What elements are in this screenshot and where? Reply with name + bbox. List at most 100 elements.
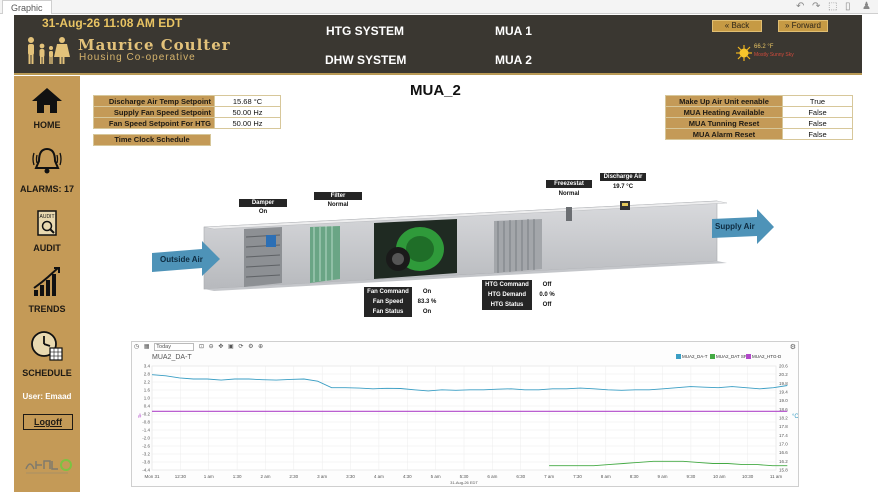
forward-button[interactable]: » Forward: [778, 20, 828, 32]
vendor-logo-icon: [25, 459, 72, 474]
y-left-tick-label: -0.2: [142, 412, 150, 417]
home-icon: [32, 88, 62, 113]
setpoint-value[interactable]: 50.00 Hz: [214, 117, 281, 129]
user-icon[interactable]: ♟: [862, 1, 871, 12]
heating-coil-icon: [494, 219, 542, 273]
back-button[interactable]: « Back: [712, 20, 762, 32]
table-row: Supply Fan Speed Setpoint 50.00 Hz: [93, 106, 281, 118]
htg-value[interactable]: 0.0 %: [539, 292, 555, 298]
filter-label: Filter: [314, 192, 362, 200]
y-left-tick-label: -1.4: [142, 428, 150, 433]
x-tick-label: 8 am: [601, 474, 611, 479]
audit-badge: AUDIT: [40, 214, 55, 220]
y-left-tick-label: -3.2: [142, 452, 150, 457]
y-right-tick-label: 17.0: [779, 442, 788, 447]
zoom-box-icon[interactable]: ⊡: [198, 344, 204, 350]
sidebar-item-label: TRENDS: [28, 304, 66, 314]
chart-settings-icon[interactable]: ⚙: [789, 344, 796, 351]
damper-value[interactable]: On: [258, 209, 268, 215]
status-label: MUA Tunning Reset: [665, 117, 783, 129]
y-right-tick-label: 20.6: [779, 364, 788, 369]
x-tick-label: 3 am: [317, 474, 327, 479]
y-left-tick-label: -0.8: [142, 420, 150, 425]
x-tick-label: 9:30: [687, 474, 696, 479]
fan-value[interactable]: On: [422, 289, 432, 295]
sidebar-item-label: SCHEDULE: [22, 368, 72, 378]
legend-item[interactable]: MUA2_HTG-D: [746, 354, 782, 360]
settings-small-icon[interactable]: ⚙: [248, 344, 254, 350]
x-axis-label: 31-Aug-26 EDT: [450, 480, 478, 485]
filter-value[interactable]: Normal: [327, 202, 349, 208]
nav-mua1[interactable]: MUA 1: [495, 24, 532, 38]
htg-label: HTG Demand: [482, 290, 532, 300]
weather-widget: 66.2 °F Mostly Sunny Sky: [736, 41, 816, 67]
y-right-tick-label: 19.8: [779, 381, 788, 386]
freezestat-value[interactable]: Normal: [558, 191, 580, 197]
sidebar-item-trends[interactable]: TRENDS: [14, 266, 80, 314]
refresh-icon[interactable]: ⟳: [238, 344, 244, 350]
legend-label: MUA2_HTG-D: [752, 354, 782, 359]
fan-value[interactable]: On: [422, 309, 432, 315]
sidebar-item-alarms[interactable]: ALARMS: 17: [14, 144, 80, 194]
setpoint-value[interactable]: 15.68 °C: [214, 95, 281, 107]
discharge-air-value[interactable]: 19.7 °C: [612, 184, 634, 190]
more-icon[interactable]: ⊕: [258, 344, 264, 350]
document-icon[interactable]: ▯: [845, 1, 851, 12]
time-range-select[interactable]: Today: [154, 343, 195, 351]
logoff-button[interactable]: Logoff: [23, 414, 73, 430]
table-row: HTG Command Off: [482, 280, 562, 290]
status-value[interactable]: False: [782, 117, 853, 129]
status-value[interactable]: False: [782, 128, 853, 140]
time-clock-schedule-button[interactable]: Time Clock Schedule: [93, 134, 211, 146]
audit-icon: AUDIT: [37, 210, 57, 236]
fan-value[interactable]: 83.3 %: [417, 299, 437, 305]
redo-icon[interactable]: ↷: [812, 1, 821, 12]
sun-icon: [736, 45, 752, 61]
bell-icon: [32, 147, 62, 174]
status-label: Make Up Air Unit eenable: [665, 95, 783, 107]
undo-icon[interactable]: ↶: [796, 1, 805, 12]
status-value[interactable]: True: [782, 95, 853, 107]
status-value[interactable]: False: [782, 106, 853, 118]
pan-icon[interactable]: ✥: [218, 344, 224, 350]
table-row: MUA Heating Available False: [665, 106, 853, 118]
y-right-tick-label: 16.2: [779, 459, 788, 464]
nav-htg-system[interactable]: HTG SYSTEM: [326, 24, 405, 38]
sidebar-item-home[interactable]: HOME: [14, 86, 80, 130]
nav-dhw-system[interactable]: DHW SYSTEM: [325, 53, 407, 67]
x-tick-label: 6 am: [487, 474, 497, 479]
nav-mua2[interactable]: MUA 2: [495, 53, 532, 67]
user-label: User: Emaad: [22, 392, 72, 401]
calendar-icon[interactable]: ▦: [143, 344, 150, 350]
htg-value[interactable]: Off: [542, 302, 552, 308]
clock-icon: [31, 331, 63, 361]
y-left-tick-label: 1.6: [144, 388, 151, 393]
table-row: Discharge Air Temp Setpoint 15.68 °C: [93, 95, 281, 107]
htg-label: HTG Command: [482, 280, 532, 290]
x-tick-label: 10:30: [742, 474, 754, 479]
status-label: MUA Alarm Reset: [665, 128, 783, 140]
chart-title: MUA2_DA-T: [152, 354, 192, 361]
select-icon[interactable]: ⬚: [828, 1, 838, 12]
y-left-tick-label: -4.4: [142, 468, 150, 473]
legend-item[interactable]: MUA2_DAT SP: [710, 354, 747, 360]
htg-value[interactable]: Off: [542, 282, 552, 288]
tab-graphic[interactable]: Graphic: [2, 0, 52, 14]
mua-status-table: Make Up Air Unit eenable True MUA Heatin…: [665, 95, 853, 140]
x-tick-label: 4 am: [374, 474, 384, 479]
series-line: [151, 374, 788, 392]
sidebar-item-audit[interactable]: AUDIT AUDIT: [14, 209, 80, 253]
fan-icon: [386, 227, 444, 271]
zoom-out-icon[interactable]: ⊖: [208, 344, 214, 350]
setpoint-value[interactable]: 50.00 Hz: [214, 106, 281, 118]
y-left-tick-label: 2.8: [144, 372, 151, 377]
sidebar-item-schedule[interactable]: SCHEDULE: [14, 330, 80, 378]
legend-label: MUA2_DA-T: [682, 354, 708, 359]
x-tick-label: 1 am: [204, 474, 214, 479]
save-icon[interactable]: ▣: [228, 344, 234, 350]
clock-small-icon[interactable]: ◷: [134, 344, 140, 350]
legend-item[interactable]: MUA2_DA-T: [676, 354, 708, 360]
